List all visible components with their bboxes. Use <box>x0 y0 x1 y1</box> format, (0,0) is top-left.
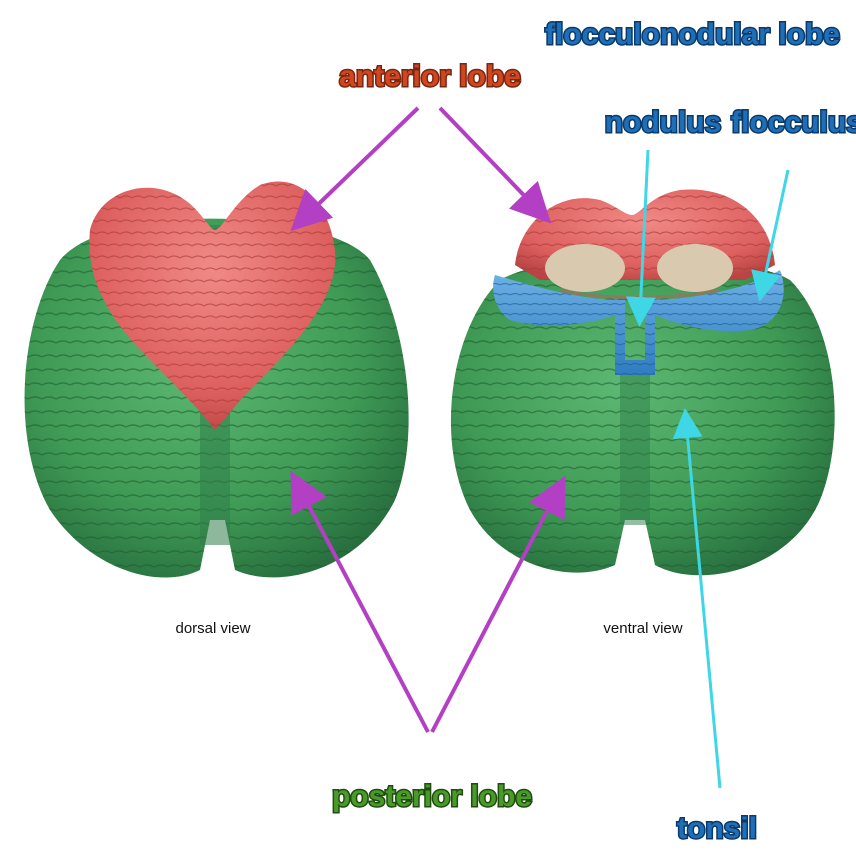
arrow-anterior-ventral <box>440 108 540 212</box>
label-posterior-lobe: posterior lobe <box>332 780 532 813</box>
label-ventral-view: ventral view <box>603 620 682 637</box>
dorsal-view-illustration <box>25 181 409 577</box>
ventral-vermis <box>620 375 650 525</box>
arrow-flocculus <box>762 170 788 290</box>
label-nodulus: nodulus <box>605 106 722 139</box>
label-anterior-lobe: anterior lobe <box>339 60 521 93</box>
label-flocculus: flocculus <box>731 106 856 139</box>
arrow-anterior-dorsal <box>302 108 418 220</box>
label-flocculonodular-lobe: flocculonodular lobe <box>545 18 840 51</box>
label-tonsil: tonsil <box>677 812 757 845</box>
ventral-cut-surface-left <box>545 244 625 292</box>
label-dorsal-view: dorsal view <box>175 620 250 637</box>
ventral-cut-surface-right <box>657 244 733 292</box>
